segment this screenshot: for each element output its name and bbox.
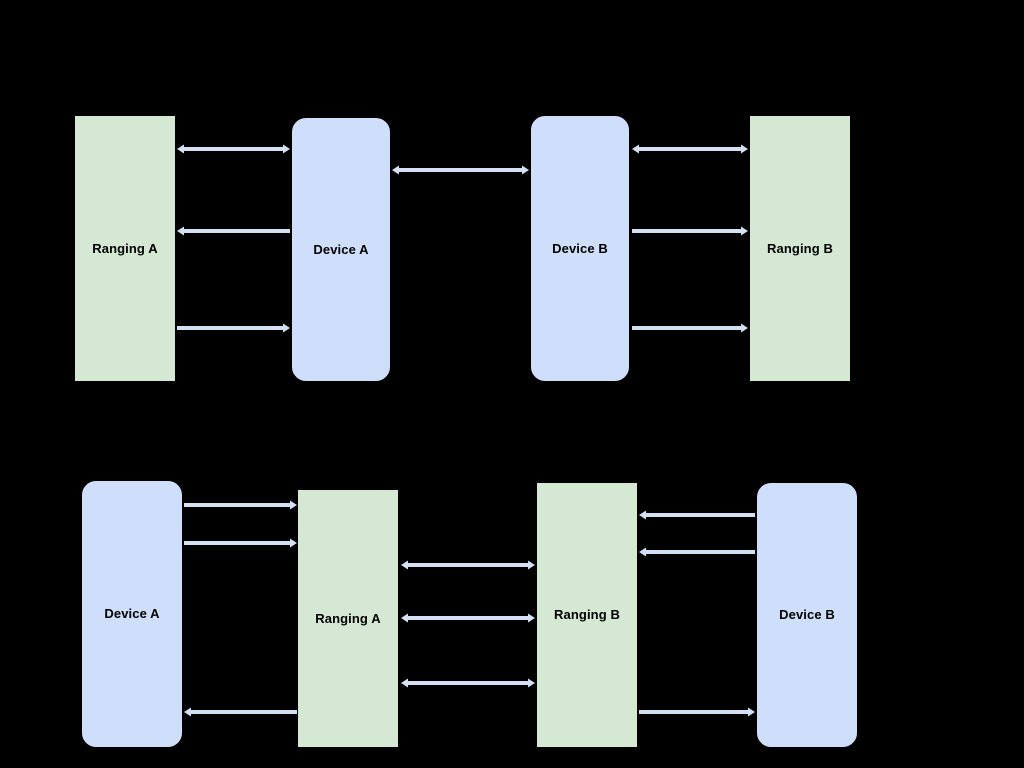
arrow-b1-right [174, 498, 307, 512]
arrow-b7-left [629, 508, 765, 522]
arrow-b4-both [391, 558, 545, 572]
node-label: Ranging A [92, 240, 158, 256]
node-label: Ranging A [315, 610, 381, 626]
node-label: Device B [779, 607, 835, 623]
arrow-b9-right [629, 705, 765, 719]
node-bot-device-a[interactable]: Device A [82, 481, 182, 747]
node-top-device-a[interactable]: Device A [292, 118, 390, 381]
arrow-b6-both [391, 676, 545, 690]
node-top-ranging-a[interactable]: Ranging A [75, 116, 175, 381]
arrow-b8-left [629, 545, 765, 559]
arrow-b3-left [174, 705, 307, 719]
arrow-b5-both [391, 611, 545, 625]
node-label: Ranging B [554, 607, 620, 623]
node-label: Device A [104, 606, 160, 622]
node-label: Device A [313, 241, 369, 257]
node-bot-device-b[interactable]: Device B [757, 483, 857, 747]
node-label: Device B [552, 240, 608, 256]
node-top-ranging-b[interactable]: Ranging B [750, 116, 850, 381]
node-bot-ranging-b[interactable]: Ranging B [537, 483, 637, 747]
node-top-device-b[interactable]: Device B [531, 116, 629, 381]
node-bot-ranging-a[interactable]: Ranging A [298, 490, 398, 747]
arrow-b2-right [174, 536, 307, 550]
node-label: Ranging B [767, 240, 833, 256]
